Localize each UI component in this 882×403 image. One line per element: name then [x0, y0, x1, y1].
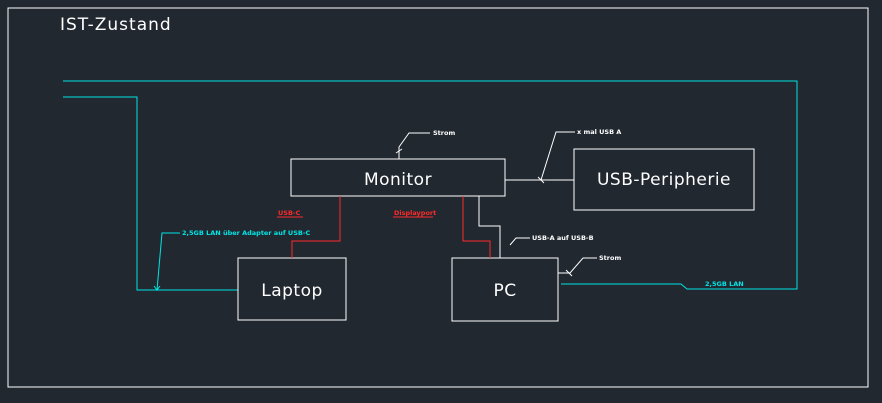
usb-a-auf-usb-b-line	[478, 196, 501, 258]
usb-c-label: USB-C	[278, 209, 301, 217]
pc-box	[451, 257, 559, 322]
usb-peripherie-label: USB-Peripherie	[597, 170, 731, 190]
usb-c-line	[291, 196, 341, 258]
monitor-box	[290, 158, 506, 197]
lan-connections	[63, 80, 798, 291]
strom-pc-leader	[558, 257, 597, 274]
lan-adapter-leader	[156, 232, 180, 291]
video-connections	[277, 196, 491, 258]
displayport-line	[462, 196, 491, 258]
lan-line-laptop	[63, 96, 238, 291]
lan-adapter-label: 2,5GB LAN über Adapter auf USB-C	[182, 229, 311, 237]
laptop-label: Laptop	[261, 281, 323, 301]
lan-pc-label: 2,5GB LAN	[705, 280, 744, 288]
strom-monitor-label: Strom	[433, 129, 455, 137]
strom-pc-label: Strom	[599, 254, 621, 262]
usb-a-leader	[540, 131, 575, 181]
lan-leader-tick	[153, 285, 161, 291]
pc-label: PC	[493, 281, 516, 301]
displayport-label: Displayport	[394, 209, 436, 217]
drawing-frame	[7, 7, 869, 388]
drawing-title: IST-Zustand	[60, 15, 172, 35]
x-mal-usb-a-label: x mal USB A	[577, 128, 621, 136]
usb-a-auf-usb-b-label: USB-A auf USB-B	[532, 234, 594, 242]
monitor-label: Monitor	[364, 170, 432, 190]
lan-line-pc	[63, 80, 798, 290]
usb-power-connections	[395, 131, 597, 277]
usb-b-leader	[509, 237, 530, 246]
strom-monitor-leader	[398, 132, 430, 159]
